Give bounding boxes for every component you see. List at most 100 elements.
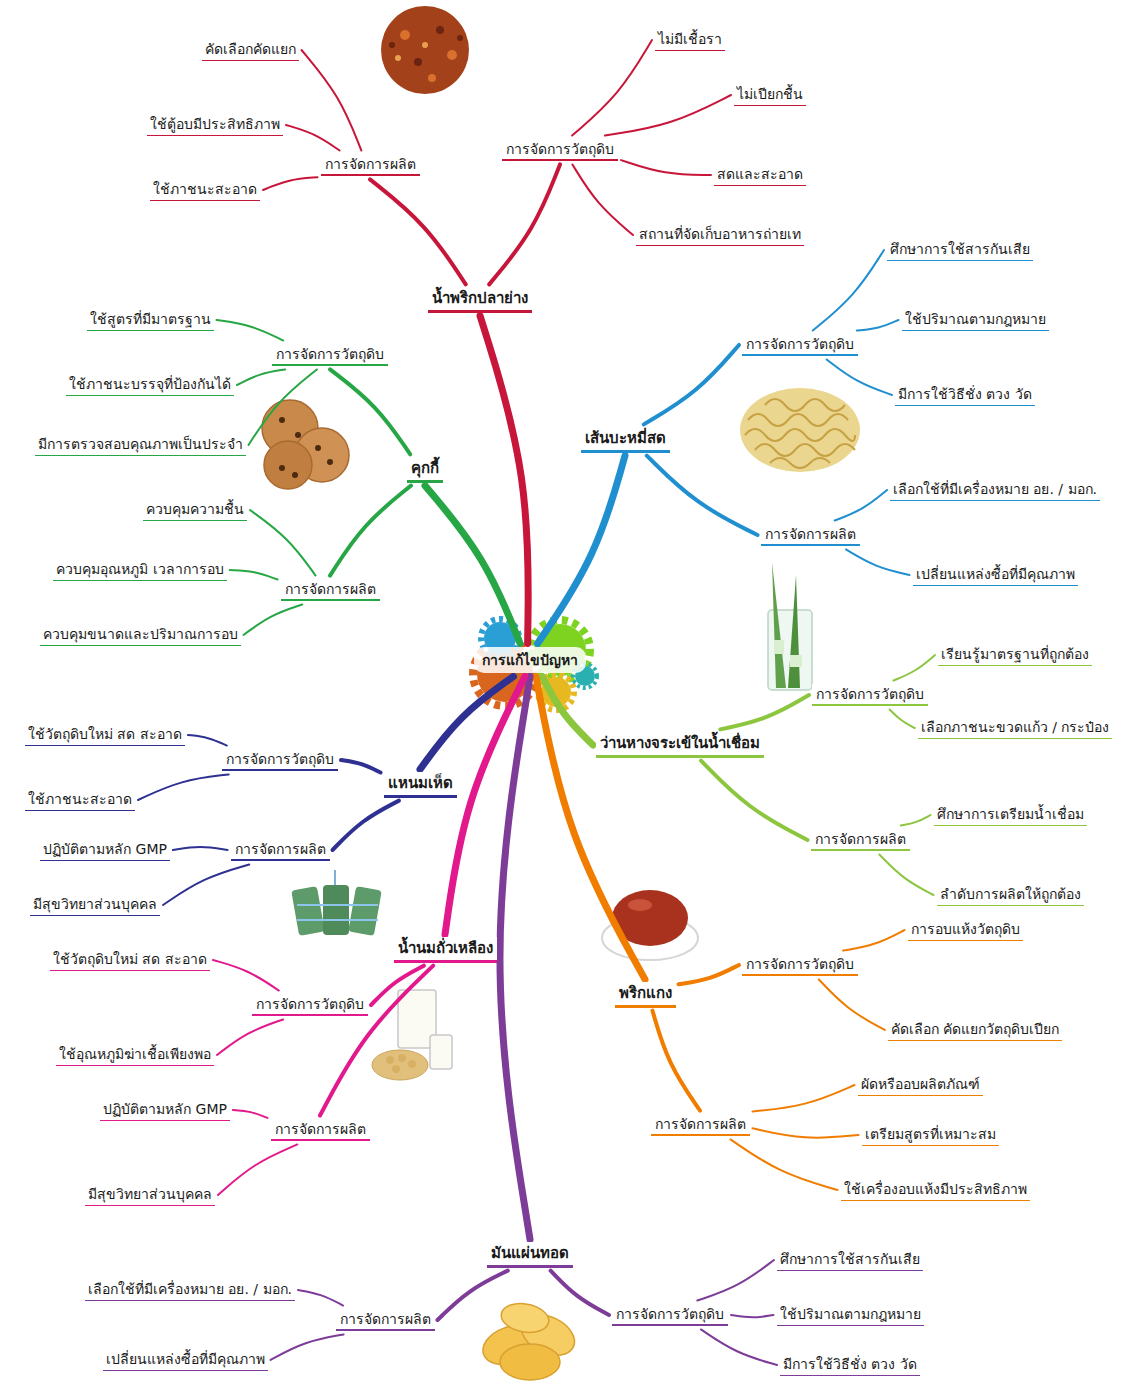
branch-connector [213, 960, 279, 991]
category-branch: การจัดการผลิต [231, 839, 330, 862]
leaf-topic: ใช้อุณหภูมิฆ่าเชื้อเพียงพอ [56, 1044, 214, 1066]
topic-text: ใช้ปริมาณตามกฎหมาย [780, 1305, 921, 1324]
topic-text: คัดเลือก คัดแยกวัตถุดิบเปียก [891, 1020, 1059, 1039]
branch-connector [445, 676, 525, 934]
product-branch: มันแผ่นทอด [487, 1242, 573, 1267]
leaf-topic: การอบแห้งวัตถุดิบ [908, 919, 1023, 941]
topic-text: ใช้ภาชนะสะอาด [153, 180, 257, 199]
category-branch: การจัดการผลิต [321, 154, 420, 177]
branch-connector [330, 369, 410, 454]
chili-flakes-picture-part [436, 26, 444, 34]
topic-text: ใช้ภาชนะบรรจุที่ป้องกันได้ [69, 375, 231, 394]
cookies-picture-part [327, 459, 333, 465]
topic-text: ปฏิบัติตามหลัก GMP [103, 1100, 227, 1119]
topic-text: เปลี่ยนแหล่งซื้อที่มีคุณภาพ [106, 1350, 265, 1369]
nam-packet-picture-part [334, 870, 336, 885]
branch-connector [230, 570, 278, 580]
nam-packet-picture-part [291, 886, 325, 936]
soy-milk-picture-part [408, 1060, 416, 1068]
branch-connector [835, 490, 887, 521]
topic-text: เลือกใช้ที่มีเครื่องหมาย อย. / มอก. [893, 480, 1097, 499]
noodle-picture-part [748, 414, 848, 426]
topic-text: การจัดการวัตถุดิบ [816, 685, 924, 704]
branch-connector [298, 1290, 343, 1306]
branch-connector [753, 1128, 859, 1137]
leaf-topic: ใช้วัตถุดิบใหม่ สด สะอาด [50, 949, 210, 971]
topic-text: มีสุขวิทยาส่วนบุคคล [88, 1185, 212, 1204]
topic-text: คุกกี้ [411, 458, 439, 478]
branch-connector [572, 164, 633, 235]
leaf-topic: มีสุขวิทยาส่วนบุคคล [30, 894, 160, 916]
cookies-picture-part [279, 417, 285, 423]
topic-text: เลือกภาชนะขวดแก้ว / กระป๋อง [921, 718, 1110, 737]
topic-text: สดและสะอาด [717, 165, 803, 184]
branch-connector [217, 1019, 283, 1055]
topic-text: มีการใช้วิธีชั่ง ตวง วัด [898, 385, 1032, 404]
branch-connector [644, 345, 739, 424]
nam-packet-picture-part [297, 904, 378, 906]
topic-text: การจัดการวัตถุดิบ [746, 955, 854, 974]
topic-text: การแก้ไขปัญหา [482, 651, 578, 670]
topic-text: ใช้เครื่องอบแห้งมีประสิทธิภาพ [844, 1180, 1027, 1199]
leaf-topic: ใช้วัตถุดิบใหม่ สด สะอาด [25, 724, 185, 746]
leaf-topic: มีการใช้วิธีชั่ง ตวง วัด [780, 1354, 920, 1376]
branch-connector [857, 320, 899, 331]
leaf-topic: คัดเลือกคัดแยก [202, 39, 299, 61]
branch-connector [538, 456, 625, 644]
topic-text: การจัดการวัตถุดิบ [256, 995, 364, 1014]
branch-connector [233, 1110, 268, 1118]
branch-connector [536, 676, 645, 979]
nam-packet-picture-part [348, 886, 382, 936]
branch-connector [846, 549, 910, 575]
branch-connector [438, 1271, 508, 1320]
leaf-topic: ไม่มีเชื้อรา [655, 29, 725, 51]
central-topic: การแก้ไขปัญหา [474, 647, 586, 674]
cookies-picture [262, 400, 349, 489]
topic-text: การจัดการผลิต [815, 830, 906, 849]
chili-flakes-picture-part [422, 42, 428, 48]
chili-flakes-picture-part [381, 6, 469, 94]
noodle-picture [740, 388, 860, 472]
topic-text: การอบแห้งวัตถุดิบ [911, 920, 1020, 939]
branch-connector [237, 369, 285, 385]
branch-connector [263, 177, 318, 190]
leaf-topic: ใช้ปริมาณตามกฎหมาย [777, 1304, 924, 1326]
topic-text: การจัดการวัตถุดิบ [746, 335, 854, 354]
topic-text: ศึกษาการใช้สารกันเสีย [890, 240, 1030, 259]
branch-connector [138, 774, 229, 800]
branch-connector [731, 1139, 838, 1190]
noodle-picture-part [770, 458, 830, 468]
chili-flakes-picture-part [428, 74, 436, 82]
branch-connector [330, 486, 411, 576]
branch-connector [701, 761, 808, 840]
leaf-topic: ลำดับการผลิตให้ถูกต้อง [937, 884, 1084, 906]
cookies-picture-part [292, 472, 298, 478]
product-branch: น้ำนมถั่วเหลือง [394, 937, 497, 962]
topic-text: การจัดการผลิต [340, 1310, 431, 1329]
topic-text: มีการตรวจสอบคุณภาพเป็นประจำ [38, 435, 243, 454]
branch-connector [370, 179, 466, 284]
soy-milk-picture-part [430, 1035, 452, 1069]
potato-chips-picture-part [499, 1300, 551, 1336]
branch-connector [679, 965, 740, 984]
topic-text: เรียนรู้มาตรฐานที่ถูกต้อง [941, 645, 1089, 664]
topic-text: ใช้วัตถุดิบใหม่ สด สะอาด [28, 725, 182, 744]
branch-connector [720, 695, 809, 729]
nam-packet-picture-part [323, 885, 349, 935]
branch-connector [286, 125, 340, 151]
category-branch: การจัดการวัตถุดิบ [612, 1304, 728, 1327]
leaf-topic: ศึกษาการเตรียมน้ำเชื่อม [934, 804, 1087, 826]
leaf-topic: มีการใช้วิธีชั่ง ตวง วัด [895, 384, 1035, 406]
leaf-topic: ใช้ภาชนะสะอาด [150, 179, 260, 201]
topic-text: สถานที่จัดเก็บอาหารถ่ายเท [639, 225, 801, 244]
branch-connector [879, 854, 933, 895]
leaf-topic: เรียนรู้มาตรฐานที่ถูกต้อง [938, 644, 1092, 666]
topic-text: การจัดการผลิต [285, 580, 376, 599]
leaf-topic: ใช้เครื่องอบแห้งมีประสิทธิภาพ [841, 1179, 1030, 1201]
product-branch: เส้นบะหมี่สด [581, 427, 670, 452]
branch-connector [244, 604, 303, 635]
topic-text: เส้นบะหมี่สด [585, 428, 666, 448]
branch-connector [320, 966, 433, 1116]
nam-packet-picture [291, 870, 382, 936]
